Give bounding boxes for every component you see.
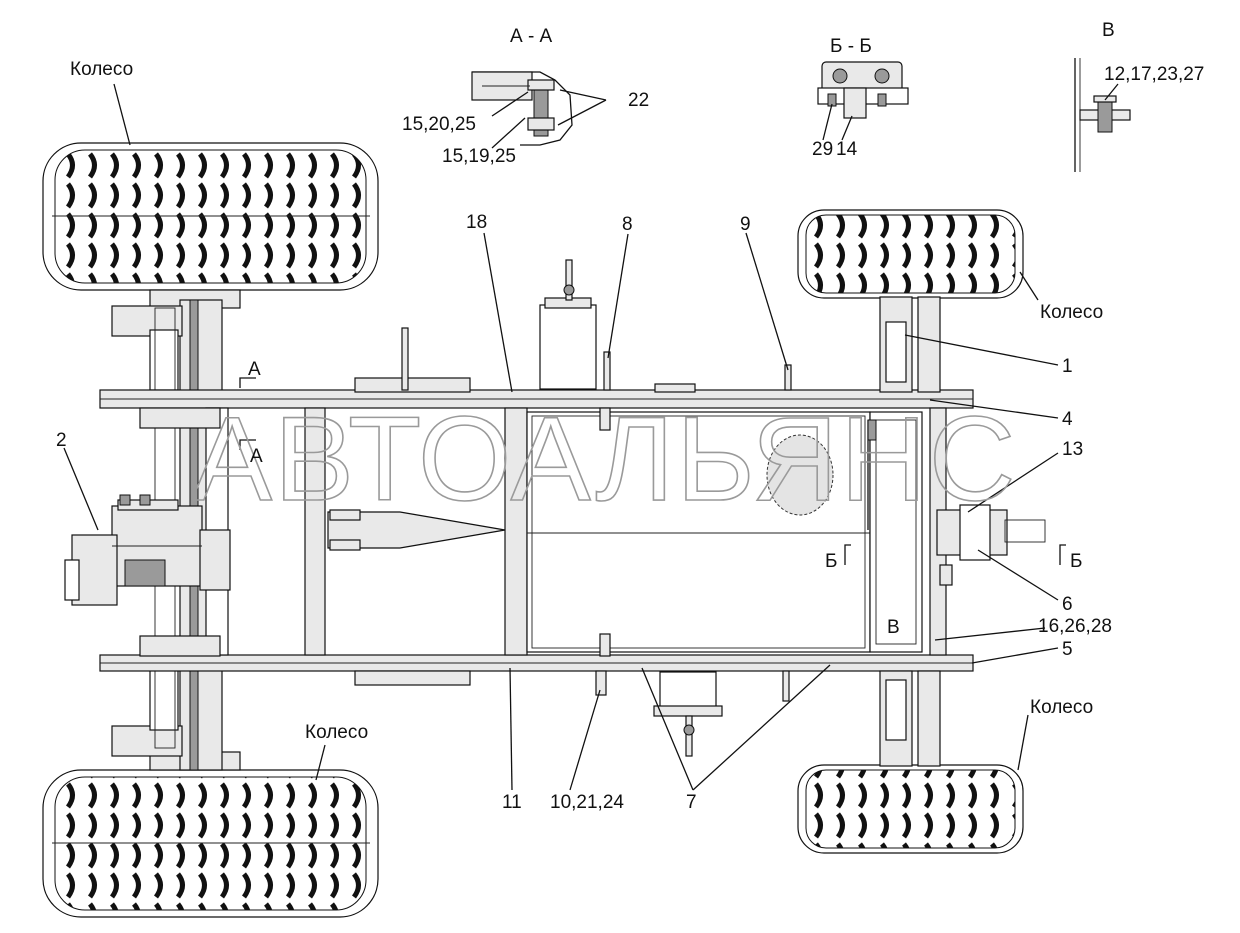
- section-markers: [239, 377, 1066, 565]
- label-parts-10-21-24: 10,21,24: [550, 792, 624, 813]
- front-axle: [879, 296, 941, 767]
- label-part-2: 2: [56, 430, 67, 451]
- label-part-13: 13: [1062, 439, 1083, 460]
- label-part-7: 7: [686, 792, 697, 813]
- bottom-cylinder: [653, 671, 723, 757]
- label-mark-b-right: Б: [1070, 551, 1082, 572]
- label-mark-a-top: А: [248, 359, 261, 380]
- leader-lines: [63, 83, 1119, 791]
- label-parts-15-19-25: 15,19,25: [442, 146, 516, 167]
- label-wheel-front-bottom: Колесо: [1030, 697, 1093, 718]
- detail-section-aa: [471, 71, 573, 146]
- label-part-4: 4: [1062, 409, 1073, 430]
- frame: [99, 377, 974, 686]
- label-wheel-rear-top: Колесо: [70, 59, 133, 80]
- label-part-18: 18: [466, 212, 487, 233]
- label-part-22: 22: [628, 90, 649, 111]
- label-view-v: В: [1102, 20, 1115, 41]
- label-part-14: 14: [836, 139, 858, 160]
- wheel-front-bottom: [797, 764, 1024, 854]
- label-section-aa: А - А: [510, 26, 553, 47]
- studs: [401, 327, 792, 702]
- label-section-bb: Б - Б: [830, 36, 872, 57]
- watermark: АВТОАЛЬЯНС: [192, 392, 1017, 526]
- label-parts-12-17-23-27: 12,17,23,27: [1104, 64, 1204, 85]
- detail-section-bb: [817, 61, 909, 119]
- label-parts-15-20-25: 15,20,25: [402, 114, 476, 135]
- top-cylinder: [539, 259, 597, 390]
- label-parts-16-26-28: 16,26,28: [1038, 616, 1112, 637]
- hitch: [936, 504, 1046, 586]
- label-part-11: 11: [502, 792, 522, 813]
- label-mark-v: В: [887, 617, 900, 638]
- label-part-9: 9: [740, 214, 751, 235]
- label-mark-a-bottom: А: [250, 446, 263, 467]
- gearbox: [64, 494, 231, 606]
- label-part-6: 6: [1062, 594, 1073, 615]
- label-mark-b-left: Б: [825, 551, 837, 572]
- wheel-front-top: [797, 209, 1024, 299]
- label-wheel-front-top: Колесо: [1040, 302, 1103, 323]
- label-part-8: 8: [622, 214, 633, 235]
- label-part-1: 1: [1062, 356, 1073, 377]
- label-part-5: 5: [1062, 639, 1073, 660]
- wheel-rear-bottom: [42, 769, 379, 918]
- label-part-29: 29: [812, 139, 833, 160]
- wheel-rear-top: [42, 142, 379, 291]
- platform: [526, 411, 923, 653]
- label-wheel-rear-bottom: Колесо: [305, 722, 368, 743]
- drive-shaft: [327, 509, 506, 551]
